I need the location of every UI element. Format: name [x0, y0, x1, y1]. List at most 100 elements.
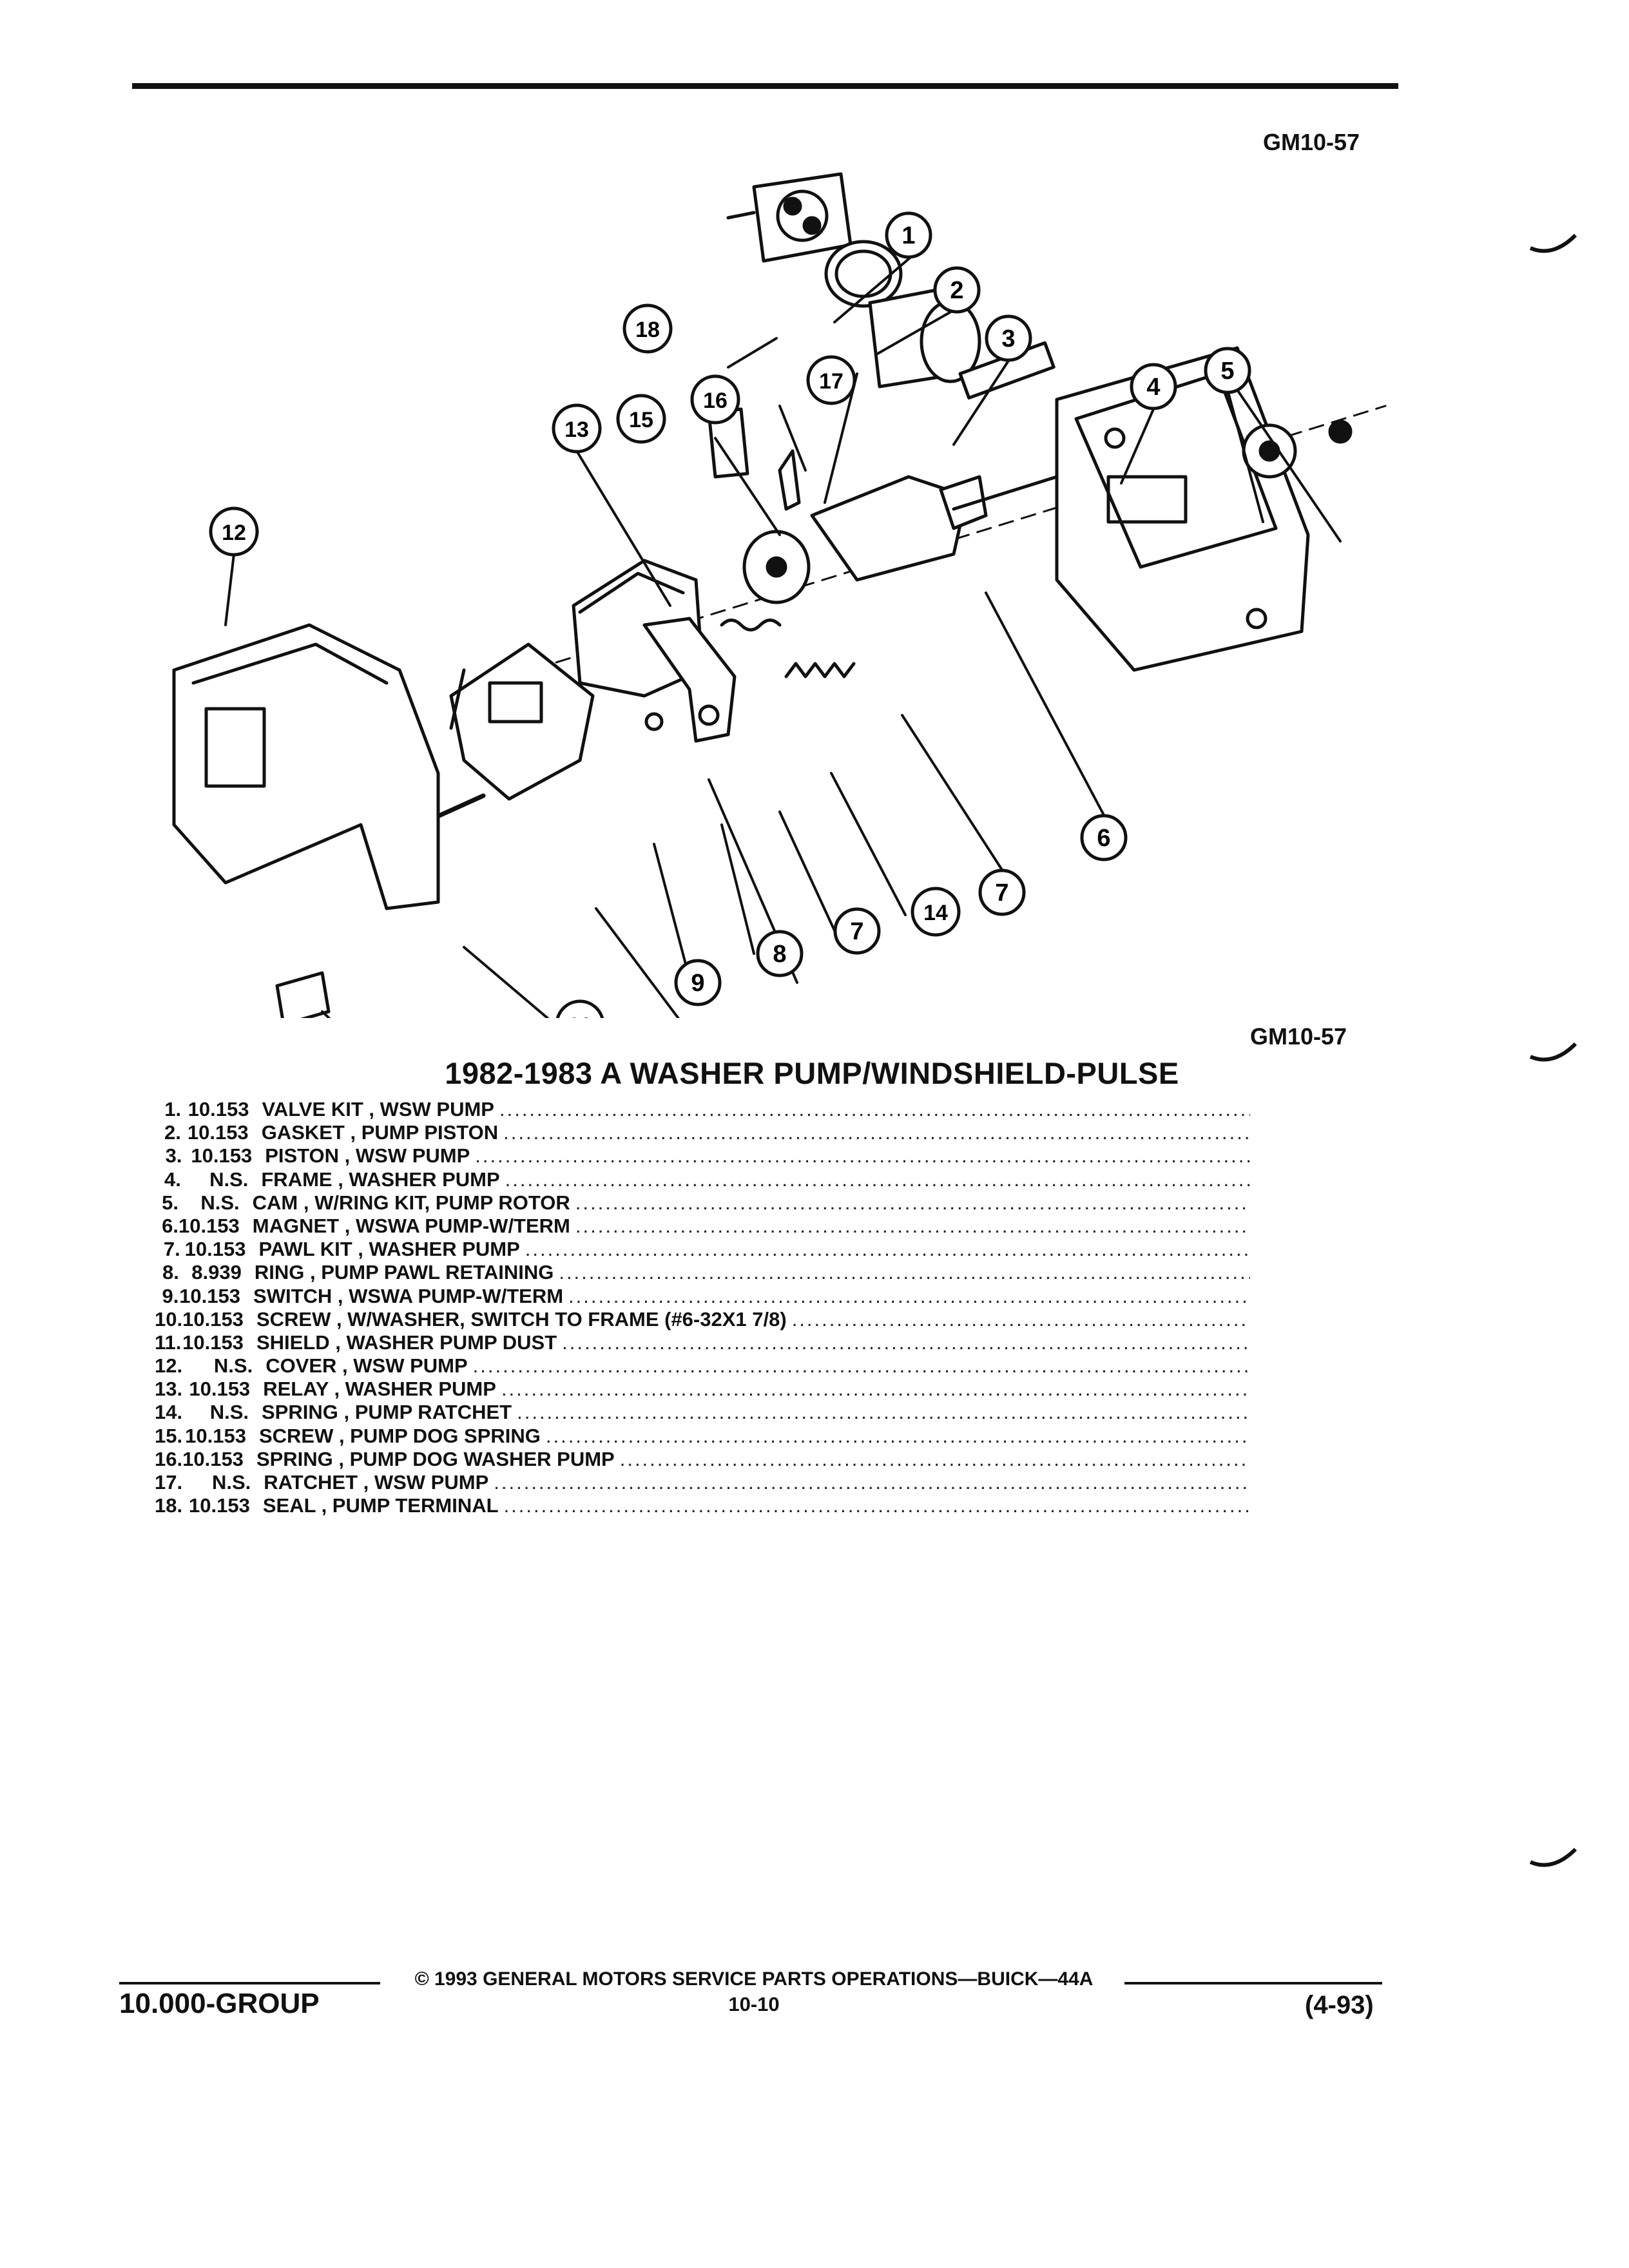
group-number: 10.153	[178, 1214, 240, 1237]
part-number: 16.	[155, 1447, 183, 1470]
group-number: 10.153	[182, 1447, 244, 1470]
svg-text:9: 9	[691, 970, 704, 997]
svg-text:18: 18	[635, 318, 660, 342]
callout-4: 4	[1130, 363, 1177, 410]
part-number: 9.	[162, 1284, 179, 1307]
svg-text:8: 8	[773, 941, 786, 968]
callout-3: 3	[985, 314, 1032, 362]
leader-dots: ........................................…	[791, 1307, 1250, 1331]
part-number: 15.	[155, 1424, 183, 1447]
svg-text:1: 1	[901, 222, 915, 249]
callout-17: 17	[806, 355, 856, 405]
part-number: 2.	[164, 1121, 181, 1144]
part-description: VALVE KIT , WSW PUMP	[262, 1098, 494, 1120]
header-rule	[132, 83, 1398, 89]
svg-text:4: 4	[1146, 374, 1160, 401]
footer-rule-right	[1124, 1982, 1382, 1984]
leader-dots: ........................................…	[545, 1424, 1250, 1447]
part-description: RELAY , WASHER PUMP	[263, 1378, 496, 1401]
part-number: 3.	[165, 1144, 182, 1168]
group-number: N.S.	[211, 1471, 251, 1494]
group-number: 10.153	[187, 1121, 249, 1144]
part-description: SPRING , PUMP DOG WASHER PUMP	[256, 1447, 615, 1470]
leader-dots: ........................................…	[475, 1144, 1250, 1168]
part-cover	[172, 623, 440, 910]
part-number: 5.	[162, 1191, 178, 1214]
svg-text:7: 7	[995, 879, 1008, 907]
edge-mark	[1529, 1042, 1577, 1062]
part-number: 7.	[163, 1238, 180, 1261]
figure-ref-top: GM10-57	[1263, 129, 1360, 155]
callout-14: 14	[911, 887, 961, 937]
part-description: MAGNET , WSWA PUMP-W/TERM	[252, 1214, 570, 1237]
leader-dots: ........................................…	[525, 1238, 1250, 1261]
group-number: 10.153	[182, 1331, 244, 1354]
leader-dots: ........................................…	[559, 1261, 1250, 1284]
leader-dots: ........................................…	[575, 1191, 1250, 1214]
part-number: 6.	[162, 1214, 178, 1237]
leader-dots: ........................................…	[472, 1354, 1250, 1378]
group-number: N.S.	[209, 1401, 249, 1424]
leader-dots: ........................................…	[503, 1121, 1250, 1144]
leader-dots: ........................................…	[499, 1098, 1250, 1120]
part-description: FRAME , WASHER PUMP	[261, 1168, 500, 1191]
group-number: 10.153	[188, 1098, 249, 1120]
svg-text:15: 15	[629, 408, 653, 432]
svg-text:7: 7	[850, 918, 863, 945]
part-number: 18.	[155, 1494, 183, 1517]
group-number: N.S.	[209, 1168, 249, 1191]
callout-18: 18	[622, 303, 673, 354]
svg-text:3: 3	[1001, 325, 1015, 352]
callout-10: 10	[555, 999, 604, 1018]
part-description: SCREW , W/WASHER, SWITCH TO FRAME (#6-32…	[256, 1307, 787, 1331]
parts-row: 12.N.S.COVER , WSW PUMP.................…	[155, 1354, 1250, 1378]
callout-1: 1	[885, 211, 932, 259]
part-number: 8.	[162, 1261, 179, 1284]
callout-15: 15	[616, 394, 666, 444]
leader-dots: ........................................…	[568, 1284, 1250, 1307]
group-label: 10.000-GROUP	[119, 1988, 320, 2019]
group-number: 10.153	[185, 1424, 246, 1447]
part-description: GASKET , PUMP PISTON	[261, 1121, 499, 1144]
part-magnet-assembly	[742, 475, 1059, 604]
leader-dots: ........................................…	[619, 1447, 1250, 1470]
svg-text:13: 13	[564, 418, 589, 442]
footer-rule-left	[119, 1982, 380, 1984]
leader-dots: ........................................…	[503, 1494, 1250, 1517]
group-number: N.S.	[213, 1354, 253, 1378]
leader-dots: ........................................…	[505, 1168, 1250, 1191]
callout-9: 9	[674, 959, 722, 1006]
figure-ref-bottom: GM10-57	[1250, 1023, 1347, 1050]
callout-8: 8	[756, 930, 804, 977]
group-number: 10.153	[179, 1284, 241, 1307]
edge-mark	[1529, 233, 1577, 253]
page-title: 1982-1983 A WASHER PUMP/WINDSHIELD-PULSE	[445, 1056, 1179, 1090]
part-dog-spring	[778, 449, 801, 511]
svg-text:5: 5	[1220, 358, 1234, 385]
edge-mark	[1529, 1847, 1577, 1867]
part-shield	[275, 971, 331, 1018]
group-number: 10.153	[184, 1238, 246, 1261]
callout-16: 16	[690, 374, 740, 425]
group-number: N.S.	[200, 1191, 240, 1214]
part-description: SCREW , PUMP DOG SPRING	[258, 1424, 541, 1447]
callout-2: 2	[933, 266, 981, 314]
part-frame	[1055, 346, 1310, 672]
parts-row: 15.10.153 SCREW , PUMP DOG SPRING........…	[155, 1425, 1250, 1448]
part-piston	[868, 285, 1055, 400]
callout-7b: 7	[978, 869, 1026, 916]
parts-row: 14.N.S.SPRING , PUMP RATCHET............…	[155, 1401, 1250, 1424]
part-pawl	[642, 617, 737, 743]
svg-text:12: 12	[222, 521, 246, 545]
part-description: RING , PUMP PAWL RETAINING	[254, 1261, 554, 1284]
callout-13: 13	[552, 403, 602, 454]
parts-row: 17.N.S.RATCHET , WSW PUMP...............…	[155, 1471, 1250, 1494]
